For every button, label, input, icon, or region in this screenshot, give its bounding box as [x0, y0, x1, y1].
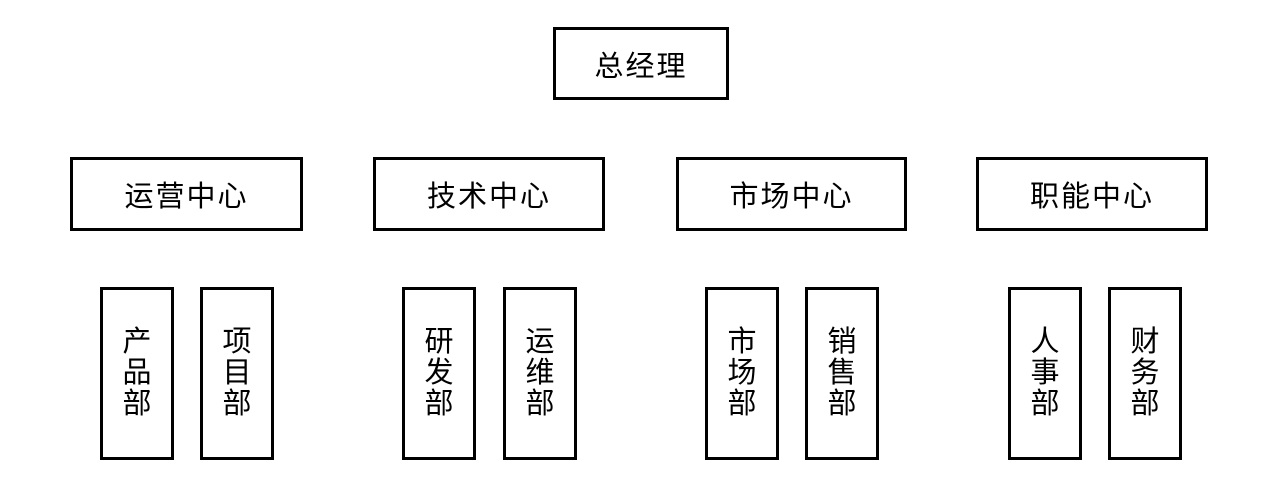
node-market-dept-label: 市场部 — [727, 326, 757, 420]
node-rd-dept-label: 研发部 — [424, 326, 454, 420]
node-technology-center-label: 技术中心 — [426, 181, 551, 213]
node-general-manager-label: 总经理 — [594, 50, 688, 83]
node-functional-center-label: 职能中心 — [1029, 181, 1154, 213]
node-hr-dept: 人事部 — [1008, 287, 1082, 460]
node-project-dept: 项目部 — [200, 287, 274, 460]
node-marketing-center: 市场中心 — [676, 157, 907, 231]
node-functional-center: 职能中心 — [976, 157, 1208, 231]
node-operations-center: 运营中心 — [70, 157, 303, 231]
node-hr-dept-label: 人事部 — [1030, 326, 1060, 420]
node-sales-dept-label: 销售部 — [827, 326, 857, 420]
node-technology-center: 技术中心 — [373, 157, 605, 231]
node-project-dept-label: 项目部 — [222, 326, 252, 420]
node-ops-maintenance-dept: 运维部 — [503, 287, 577, 460]
node-general-manager: 总经理 — [553, 27, 729, 100]
node-ops-maintenance-dept-label: 运维部 — [525, 326, 555, 420]
node-sales-dept: 销售部 — [805, 287, 879, 460]
node-rd-dept: 研发部 — [402, 287, 476, 460]
node-finance-dept-label: 财务部 — [1130, 326, 1160, 420]
node-product-dept: 产品部 — [100, 287, 174, 460]
node-market-dept: 市场部 — [705, 287, 779, 460]
node-marketing-center-label: 市场中心 — [729, 181, 854, 213]
node-product-dept-label: 产品部 — [122, 326, 152, 420]
node-operations-center-label: 运营中心 — [124, 181, 249, 213]
node-finance-dept: 财务部 — [1108, 287, 1182, 460]
